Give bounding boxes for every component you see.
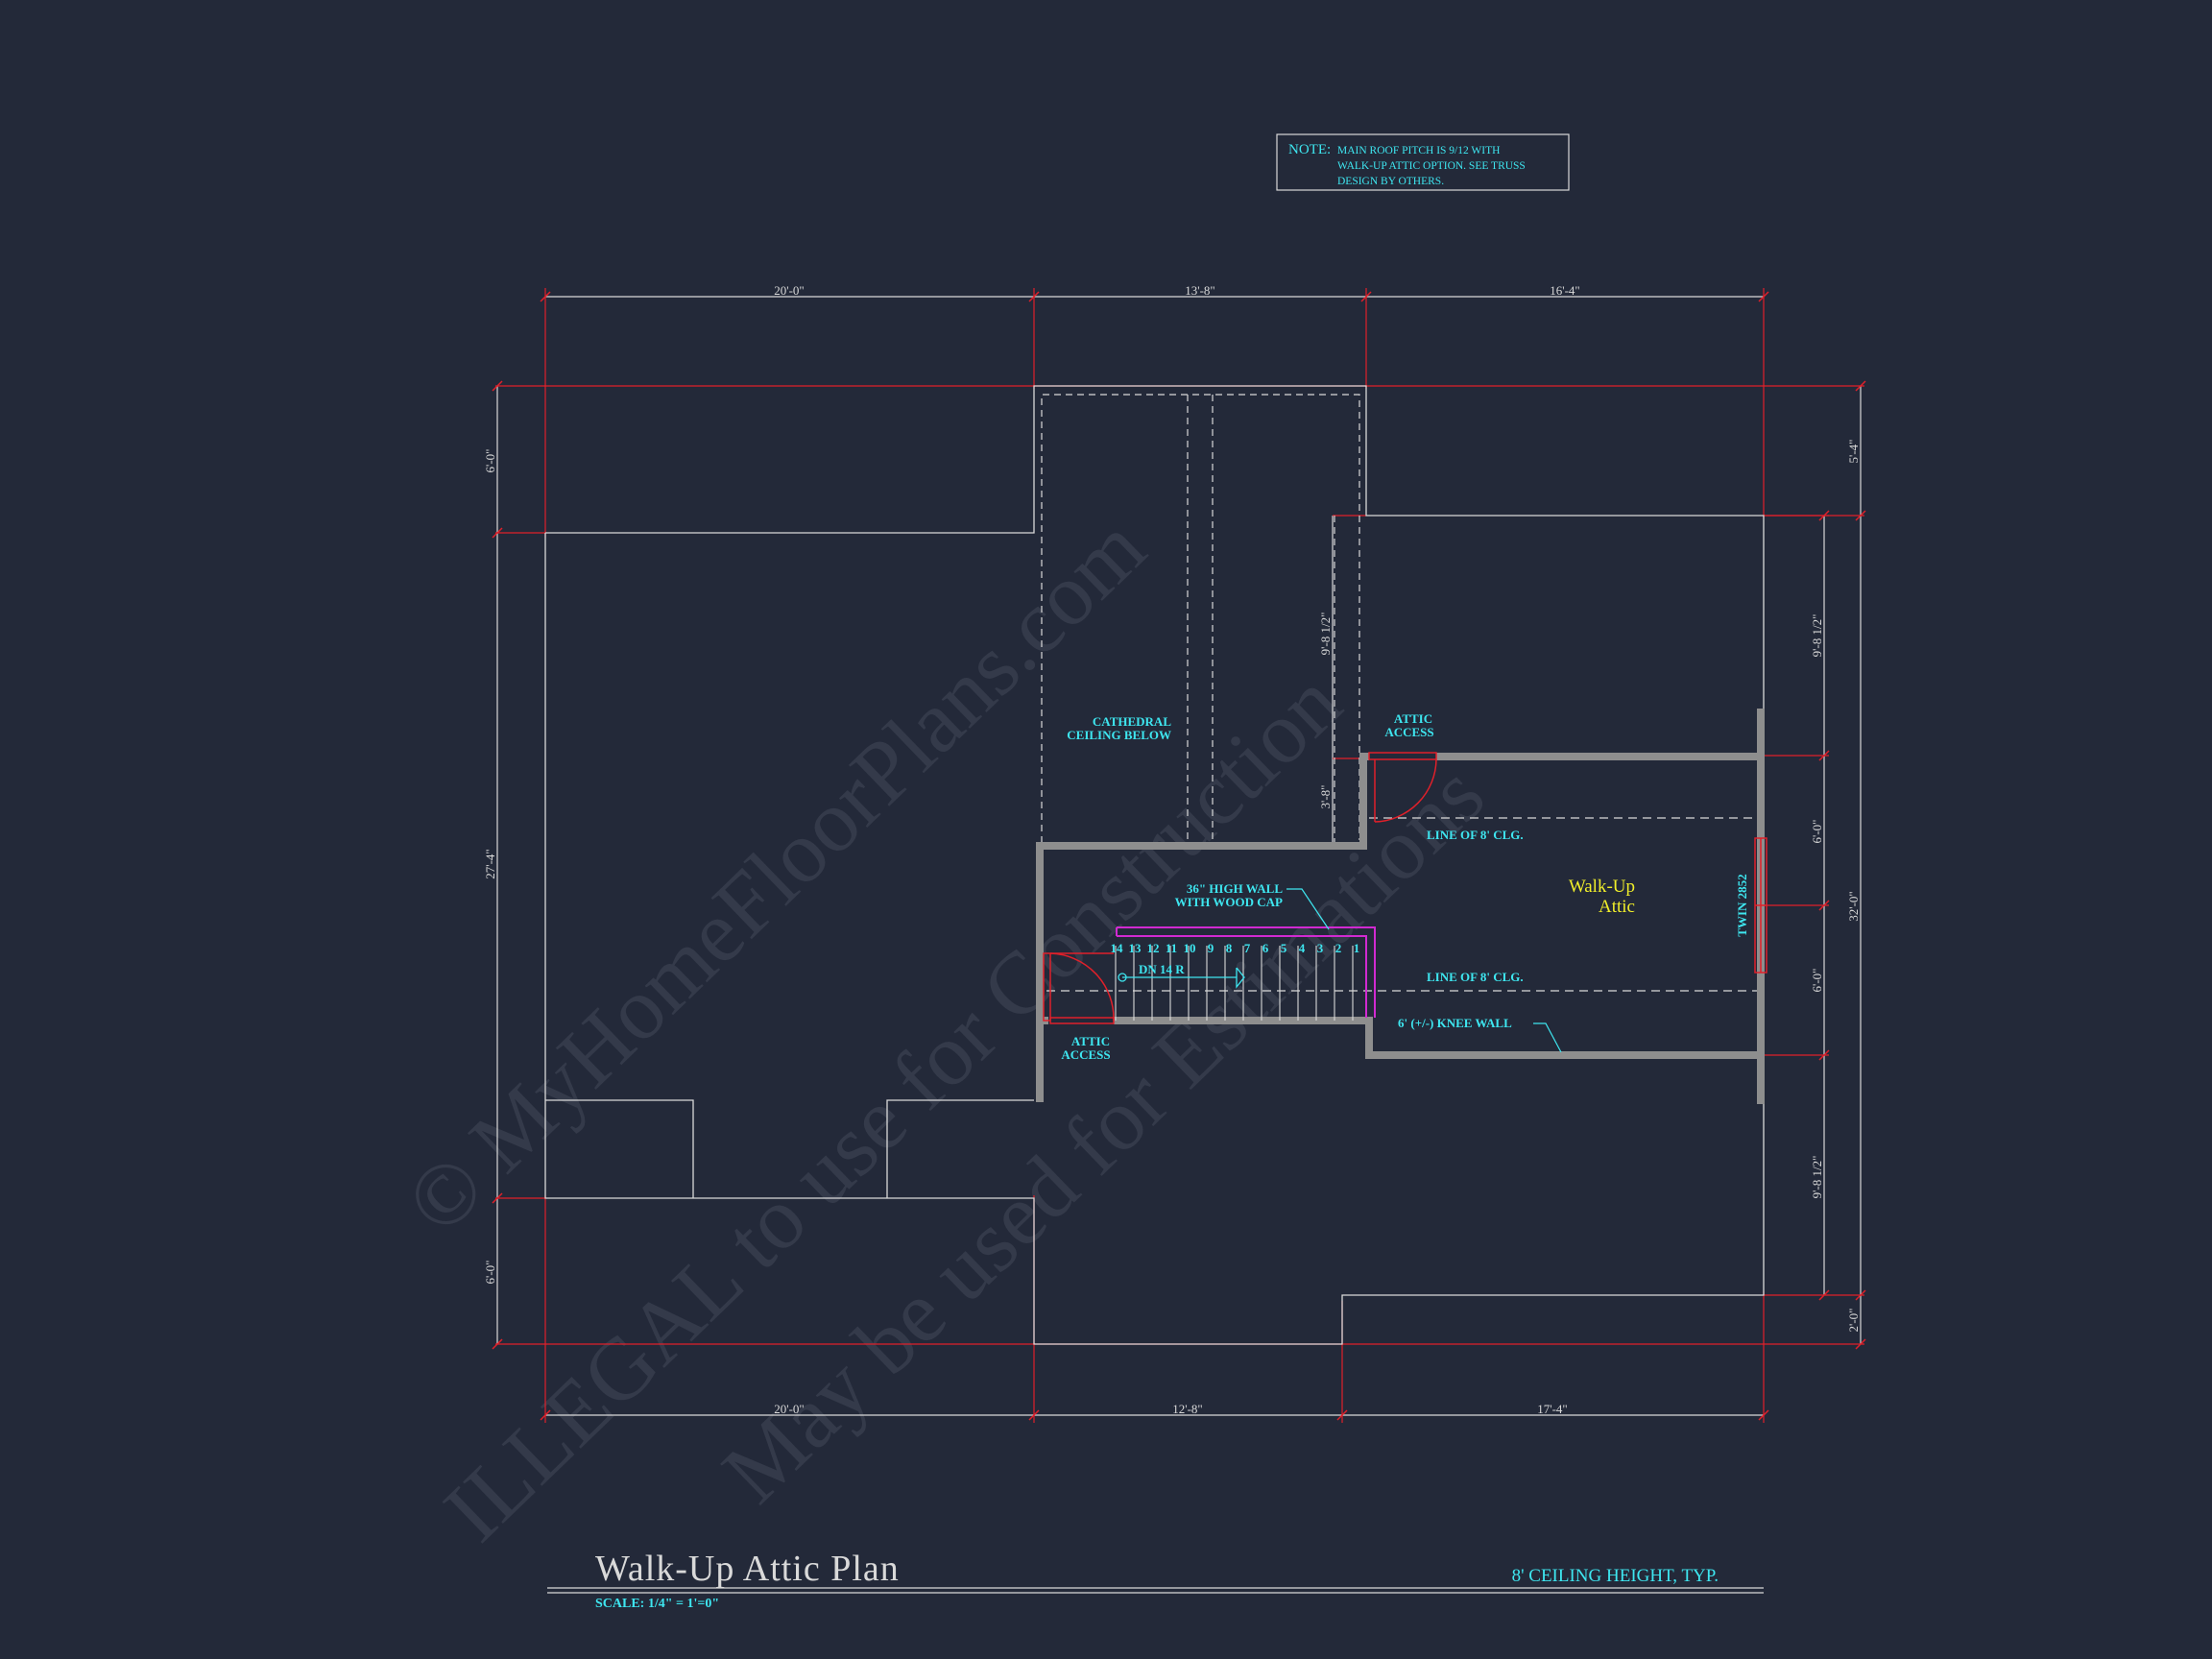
dim-right-outer-2: 32'-0": [1846, 891, 1861, 921]
room-name-line-1: Walk-Up: [1569, 877, 1635, 897]
dim-right-outer-1: 5'-4": [1846, 440, 1861, 464]
dim-bottom-2: 12'-8": [1172, 1402, 1202, 1416]
dim-interior-lower: 3'-8": [1318, 785, 1333, 809]
roof-pitch-note: NOTE: MAIN ROOF PITCH IS 9/12 WITH WALK-…: [1276, 133, 1570, 191]
cathedral-label-2: CEILING BELOW: [1067, 728, 1171, 742]
note-line-2: WALK-UP ATTIC OPTION. SEE TRUSS: [1337, 160, 1526, 172]
stair-numbers: 14 13 12 11 10 9 8 7 6 5 4 3 2 1: [1111, 941, 1360, 955]
dimension-lines: [495, 288, 1864, 1423]
twin-window: [1754, 837, 1767, 974]
cathedral-ceiling-dashed: [1041, 394, 1360, 845]
stair-number: 7: [1244, 941, 1251, 955]
note-heading: NOTE:: [1288, 142, 1331, 157]
attic-walls: [1036, 709, 1765, 1104]
dim-right-inner-1: 9'-8 1/2": [1810, 614, 1824, 658]
building-outline: [544, 385, 1765, 1345]
dim-right-inner-4: 9'-8 1/2": [1810, 1156, 1824, 1199]
stair-number: 13: [1129, 941, 1142, 955]
dim-top-2: 13'-8": [1185, 283, 1214, 298]
dim-top-3: 16'-4": [1550, 283, 1579, 298]
stair-number: 6: [1262, 941, 1269, 955]
stair-number: 10: [1184, 941, 1196, 955]
attic-access-top-2: ACCESS: [1384, 725, 1433, 739]
dim-interior-upper: 9'-8 1/2": [1318, 613, 1333, 656]
stair-number: 9: [1208, 941, 1214, 955]
cathedral-label-1: CATHEDRAL: [1093, 714, 1171, 729]
dim-right-inner-3: 6'-0": [1810, 969, 1824, 993]
stair-number: 12: [1147, 941, 1160, 955]
dimension-labels: 20'-0" 13'-8" 16'-4" 20'-0" 12'-8" 17'-4…: [483, 283, 1861, 1416]
dim-bottom-3: 17'-4": [1537, 1402, 1567, 1416]
stair-number: 5: [1281, 941, 1287, 955]
stair-number: 14: [1111, 941, 1124, 955]
high-wall-label-2: WITH WOOD CAP: [1175, 895, 1283, 909]
stair-treads: [1115, 946, 1354, 1021]
dim-right-inner-2: 6'-0": [1810, 820, 1824, 844]
note-line-1: MAIN ROOF PITCH IS 9/12 WITH: [1337, 145, 1500, 156]
attic-access-top-1: ATTIC: [1394, 711, 1432, 726]
line-clg-top: LINE OF 8' CLG.: [1427, 828, 1524, 842]
note-line-3: DESIGN BY OTHERS.: [1337, 176, 1444, 187]
stair-number: 4: [1299, 941, 1306, 955]
knee-wall-label: 6' (+/-) KNEE WALL: [1398, 1016, 1512, 1030]
ceiling-height-note: 8' CEILING HEIGHT, TYP.: [1512, 1566, 1719, 1586]
stair-number: 8: [1226, 941, 1233, 955]
plan-labels: CATHEDRAL CEILING BELOW ATTIC ACCESS LIN…: [1061, 711, 1749, 1062]
twin-window-label: TWIN 2852: [1735, 874, 1749, 936]
stair-number: 1: [1354, 941, 1360, 955]
stair-number: 3: [1317, 941, 1324, 955]
title-block: Walk-Up Attic Plan SCALE: 1/4" = 1'=0" 8…: [547, 1549, 1764, 1611]
dimension-ticks: [492, 291, 1866, 1421]
high-wall-label-1: 36" HIGH WALL: [1187, 881, 1283, 896]
leader-lines: [1286, 888, 1562, 1053]
attic-access-bottom-2: ACCESS: [1061, 1047, 1110, 1062]
dim-bottom-1: 20'-0": [774, 1402, 804, 1416]
dim-left-3: 6'-0": [483, 1261, 497, 1285]
attic-access-door-bottom: [1043, 952, 1115, 1024]
dim-left-2: 27'-4": [483, 849, 497, 878]
stairs-down-label: DN 14 R: [1139, 962, 1185, 976]
line-clg-bottom: LINE OF 8' CLG.: [1427, 970, 1524, 984]
plan-title: Walk-Up Attic Plan: [595, 1549, 900, 1589]
stair-number: 11: [1166, 941, 1177, 955]
attic-access-bottom-1: ATTIC: [1071, 1034, 1110, 1048]
stair-direction-arrow: [1118, 967, 1245, 989]
stair-railing: [1116, 926, 1376, 1018]
dim-left-1: 6'-0": [483, 449, 497, 473]
room-name-line-2: Attic: [1599, 897, 1635, 917]
attic-access-door-top: [1368, 752, 1437, 823]
line-of-ceiling-dashed: [1046, 817, 1757, 992]
plan-scale: SCALE: 1/4" = 1'=0": [595, 1597, 719, 1611]
stair-number: 2: [1335, 941, 1342, 955]
dim-top-1: 20'-0": [774, 283, 804, 298]
dim-right-outer-3: 2'-0": [1846, 1309, 1861, 1333]
